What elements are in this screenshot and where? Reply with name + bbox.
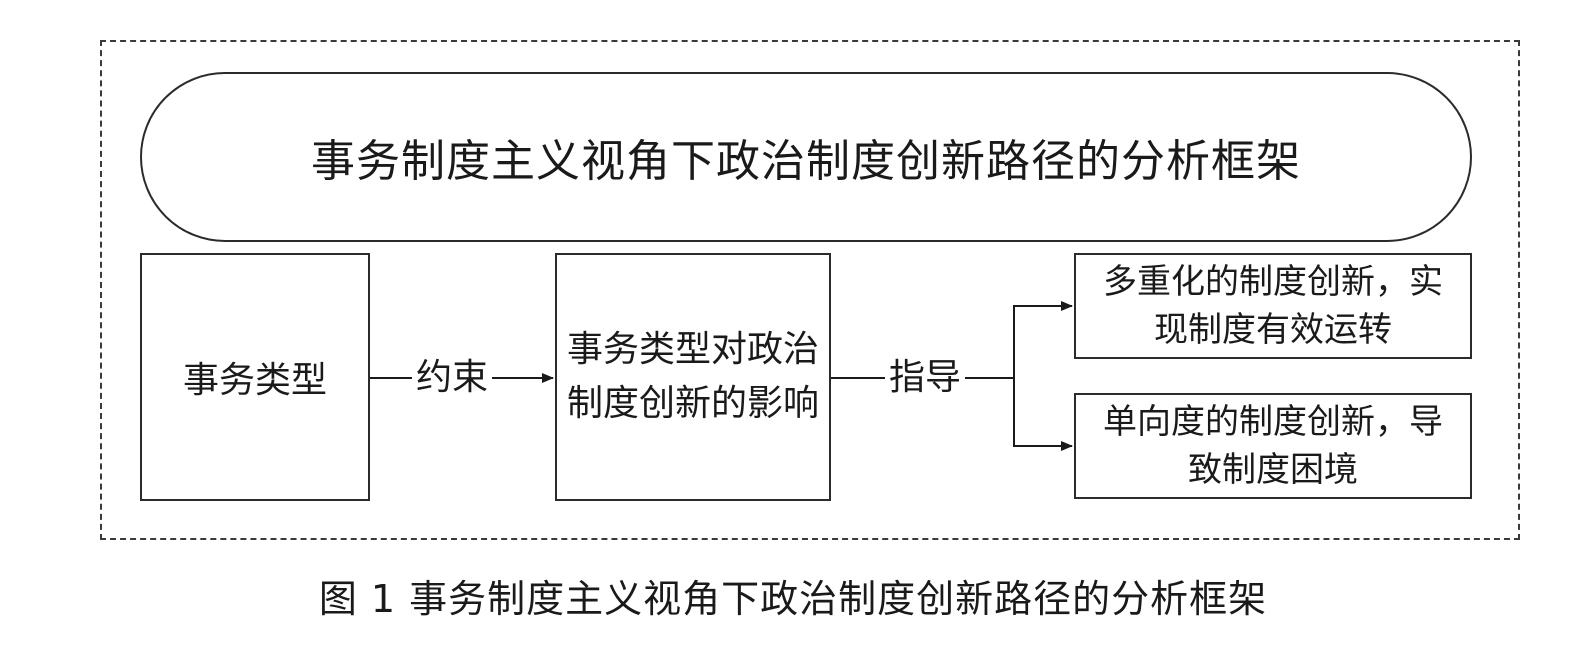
edge-label-constrain: 约束 xyxy=(412,358,493,398)
figure-caption: 图 1 事务制度主义视角下政治制度创新路径的分析框架 xyxy=(318,577,1268,621)
node-type-label: 事务类型 xyxy=(182,360,327,401)
dashed-frame xyxy=(100,40,1520,540)
node-unidirectional-innovation: 单向度的制度创新，导致制度困境 xyxy=(1074,393,1472,499)
node-multiple-innovation: 多重化的制度创新，实现制度有效运转 xyxy=(1074,253,1472,359)
node-type: 事务类型 xyxy=(140,253,370,501)
node-influence: 事务类型对政治制度创新的影响 xyxy=(555,253,831,501)
framework-title-text: 事务制度主义视角下政治制度创新路径的分析框架 xyxy=(311,136,1301,187)
node-influence-label: 事务类型对政治制度创新的影响 xyxy=(567,329,820,424)
node-multiple-label: 多重化的制度创新，实现制度有效运转 xyxy=(1103,262,1443,350)
framework-title: 事务制度主义视角下政治制度创新路径的分析框架 xyxy=(140,72,1472,242)
edge-label-guide: 指导 xyxy=(885,358,966,398)
node-unidirectional-label: 单向度的制度创新，导致制度困境 xyxy=(1103,402,1443,490)
